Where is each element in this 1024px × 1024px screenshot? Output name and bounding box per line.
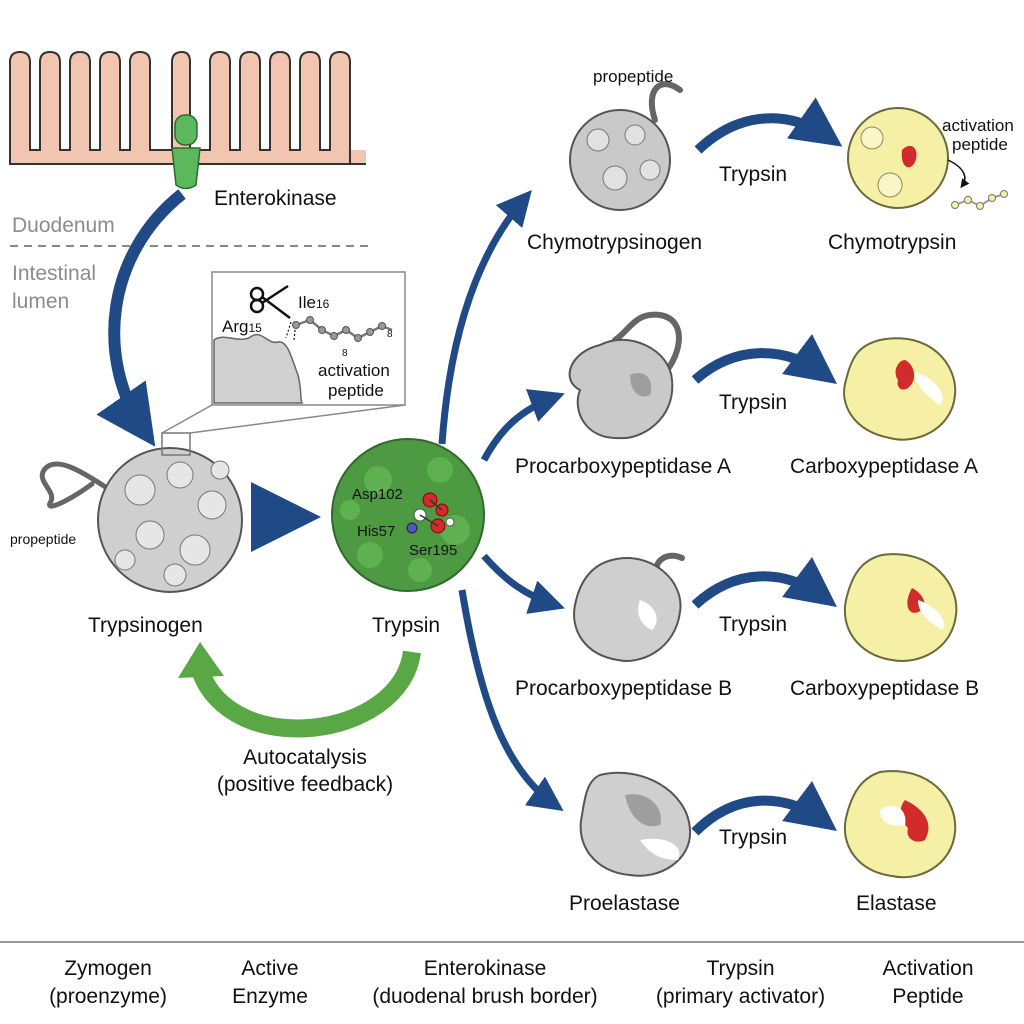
trypsinogen-propeptide-label: propeptide	[10, 531, 76, 547]
legend-enterokinase-line1: Enterokinase	[423, 957, 547, 980]
autocatalysis-label-line1: Autocatalysis	[243, 746, 367, 769]
lumen-label-line2: lumen	[12, 290, 69, 313]
chymotrypsinogen-propeptide-label: propeptide	[593, 67, 673, 86]
trypsinogen-label: Trypsinogen	[88, 614, 203, 637]
legend-zymogen-line1: Zymogen	[64, 957, 152, 980]
legend-activation-peptide: Activation Peptide	[858, 955, 998, 1011]
chymotrypsin-label: Chymotrypsin	[828, 231, 956, 254]
elastase-activator-label: Trypsin	[719, 826, 787, 849]
released-activation-peptide	[951, 190, 1008, 210]
carboxypeptidase-a-activator-label: Trypsin	[719, 391, 787, 414]
carboxypeptidase-a-protein	[843, 337, 957, 441]
legend-activation-peptide-line1: Activation	[882, 957, 974, 980]
procarboxypeptidase-b-protein	[573, 552, 685, 662]
chymo-activation-label-line2: peptide	[952, 135, 1008, 154]
carboxypeptidase-a-activation-arrow	[691, 334, 838, 384]
arrow-to-procarboxypeptidase-b	[481, 553, 565, 614]
carboxypeptidase-b-label: Carboxypeptidase B	[790, 677, 979, 700]
inset-zoom-line-right	[189, 404, 406, 434]
trypsinogen-protein	[39, 432, 243, 593]
enterokinase-label: Enterokinase	[214, 187, 337, 210]
activation-peptide-release-arrow	[947, 159, 970, 189]
inset-activation-label-line1: activation	[318, 361, 390, 380]
legend-activation-peptide-line2: Peptide	[892, 985, 964, 1008]
arrow-to-proelastase	[458, 589, 564, 812]
legend-active-enzyme: Active Enzyme	[200, 955, 340, 1011]
carboxypeptidase-b-protein	[843, 553, 958, 662]
autocatalysis-arrow	[191, 650, 421, 738]
elastase-protein	[843, 770, 957, 879]
trypsin-label: Trypsin	[372, 614, 440, 637]
ile-residue-label: Ile16	[298, 293, 330, 312]
legend-trypsin-line2: (primary activator)	[655, 985, 826, 1008]
brush-border-villi	[9, 50, 366, 165]
duodenum-label: Duodenum	[12, 214, 115, 237]
his57-label: His57	[357, 523, 395, 540]
chymotrypsinogen-protein	[569, 81, 683, 211]
autocatalysis-label-line2: (positive feedback)	[217, 773, 393, 796]
enterokinase-activation-arrow	[96, 189, 186, 447]
inset-mark-a: 8	[387, 329, 393, 340]
enterokinase-protein	[171, 114, 201, 190]
legend-enterokinase: Enterokinase (duodenal brush border)	[345, 955, 625, 1011]
arg-residue-label: Arg15	[222, 317, 262, 336]
procarboxypeptidase-a-label: Procarboxypeptidase A	[515, 455, 731, 478]
legend-enterokinase-line2: (duodenal brush border)	[372, 985, 598, 1008]
inset-mark-b: 8	[342, 348, 348, 359]
catalytic-triad	[406, 492, 455, 534]
elastase-activation-arrow	[691, 781, 838, 836]
carboxypeptidase-b-activator-label: Trypsin	[719, 613, 787, 636]
proelastase-label: Proelastase	[569, 892, 680, 915]
chymotrypsin-activator-label: Trypsin	[719, 163, 787, 186]
procarboxypeptidase-a-protein	[568, 311, 682, 440]
ser195-label: Ser195	[409, 542, 457, 559]
inset-zoom-line-left	[161, 404, 213, 434]
chymotrypsinogen-label: Chymotrypsinogen	[527, 231, 702, 254]
carboxypeptidase-a-label: Carboxypeptidase A	[790, 455, 978, 478]
legend-active-enzyme-line1: Active	[241, 957, 299, 980]
asp102-label: Asp102	[352, 486, 403, 503]
inset-activation-label-line2: peptide	[328, 381, 384, 400]
proelastase-protein	[579, 771, 692, 877]
procarboxypeptidase-b-label: Procarboxypeptidase B	[515, 677, 732, 700]
elastase-label: Elastase	[856, 892, 937, 915]
carboxypeptidase-b-activation-arrow	[691, 557, 838, 609]
lumen-label-line1: Intestinal	[12, 262, 96, 285]
scissors-icon	[249, 284, 291, 319]
legend-trypsin-line1: Trypsin	[706, 957, 775, 980]
cleavage-site-inset	[211, 271, 406, 406]
chymo-activation-label-line1: activation	[942, 116, 1014, 135]
trypsin-protein	[331, 438, 485, 592]
legend-active-enzyme-line2: Enzyme	[232, 985, 308, 1008]
legend-zymogen-line2: (proenzyme)	[49, 985, 167, 1008]
arrow-to-chymotrypsinogen	[438, 190, 532, 445]
legend-zymogen: Zymogen (proenzyme)	[18, 955, 198, 1011]
chymotrypsin-protein	[847, 107, 949, 209]
chymotrypsin-activation-arrow	[694, 97, 843, 154]
arrow-to-procarboxypeptidase-a	[480, 389, 565, 462]
legend-trypsin: Trypsin (primary activator)	[628, 955, 853, 1011]
autocatalysis-arrowhead	[178, 642, 224, 678]
